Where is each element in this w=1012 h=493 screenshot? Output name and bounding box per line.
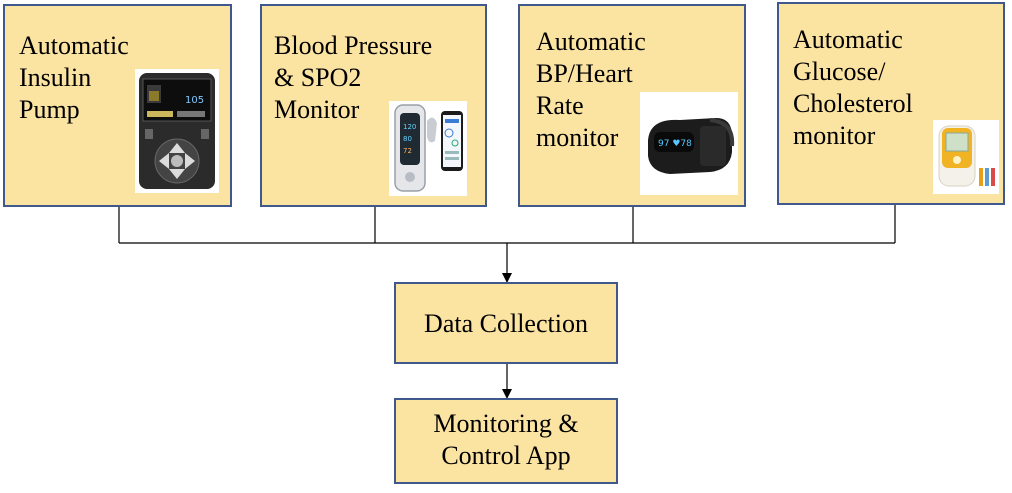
svg-text:72: 72 — [403, 147, 412, 155]
data-collection-box: Data Collection — [394, 282, 618, 364]
device-label-bp-spo2-monitor: Blood Pressure & SPO2 Monitor — [274, 31, 433, 124]
bp-spo2-monitor-photo: 120 80 72 — [389, 101, 467, 196]
device-box-wrist-monitor: Automatic BP/Heart Rate monitor 97 ♥78 — [518, 4, 746, 207]
svg-text:105: 105 — [185, 95, 204, 106]
control-app-label: Monitoring & Control App — [433, 409, 579, 470]
wrist-monitor-photo: 97 ♥78 — [640, 92, 738, 195]
control-app-box: Monitoring & Control App — [394, 398, 618, 484]
insulin-pump-photo: 105 — [135, 69, 219, 193]
glucose-meter-photo — [933, 120, 999, 194]
device-box-insulin-pump: Automatic Insulin Pump 105 — [3, 4, 232, 207]
device-box-glucose-monitor: Automatic Glucose/ Cholesterol monitor — [777, 2, 1005, 205]
device-label-wrist-monitor: Automatic BP/Heart Rate monitor — [536, 27, 646, 152]
svg-text:120: 120 — [403, 123, 416, 131]
svg-text:80: 80 — [403, 135, 412, 143]
data-collection-label: Data Collection — [424, 309, 588, 338]
svg-text:97 ♥78: 97 ♥78 — [658, 139, 692, 149]
device-box-bp-spo2-monitor: Blood Pressure & SPO2 Monitor 120 80 72 — [260, 4, 487, 207]
device-label-glucose-monitor: Automatic Glucose/ Cholesterol monitor — [793, 25, 913, 150]
device-label-insulin-pump: Automatic Insulin Pump — [19, 31, 129, 124]
